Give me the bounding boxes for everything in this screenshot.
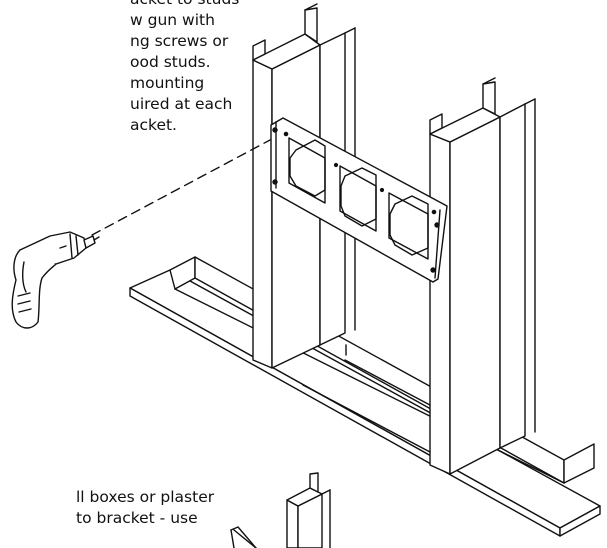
bottom-track <box>129 256 601 537</box>
instruction-line: to bracket - use <box>76 509 198 527</box>
right-stud <box>429 77 536 475</box>
mounting-bracket <box>270 117 448 283</box>
partial-studs-bottom <box>230 472 331 548</box>
instruction-line: acket. <box>130 116 177 134</box>
instruction-line: ll boxes or plaster <box>76 488 215 506</box>
instruction-line: uired at each <box>130 95 233 113</box>
drill-icon <box>11 231 100 329</box>
instruction-line: w gun with <box>130 11 215 29</box>
instruction-text-bottom: ll boxes or plaster to bracket - use <box>76 487 214 529</box>
instruction-line: mounting <box>130 74 205 92</box>
drill-path-line <box>91 139 271 236</box>
instruction-line: ood studs. <box>130 53 211 71</box>
instruction-line: ng screws or <box>130 32 229 50</box>
stud-web-lines <box>302 344 431 453</box>
instruction-text-top: acket to studs w gun with ng screws or o… <box>130 0 239 136</box>
instruction-line: acket to studs <box>130 0 239 10</box>
